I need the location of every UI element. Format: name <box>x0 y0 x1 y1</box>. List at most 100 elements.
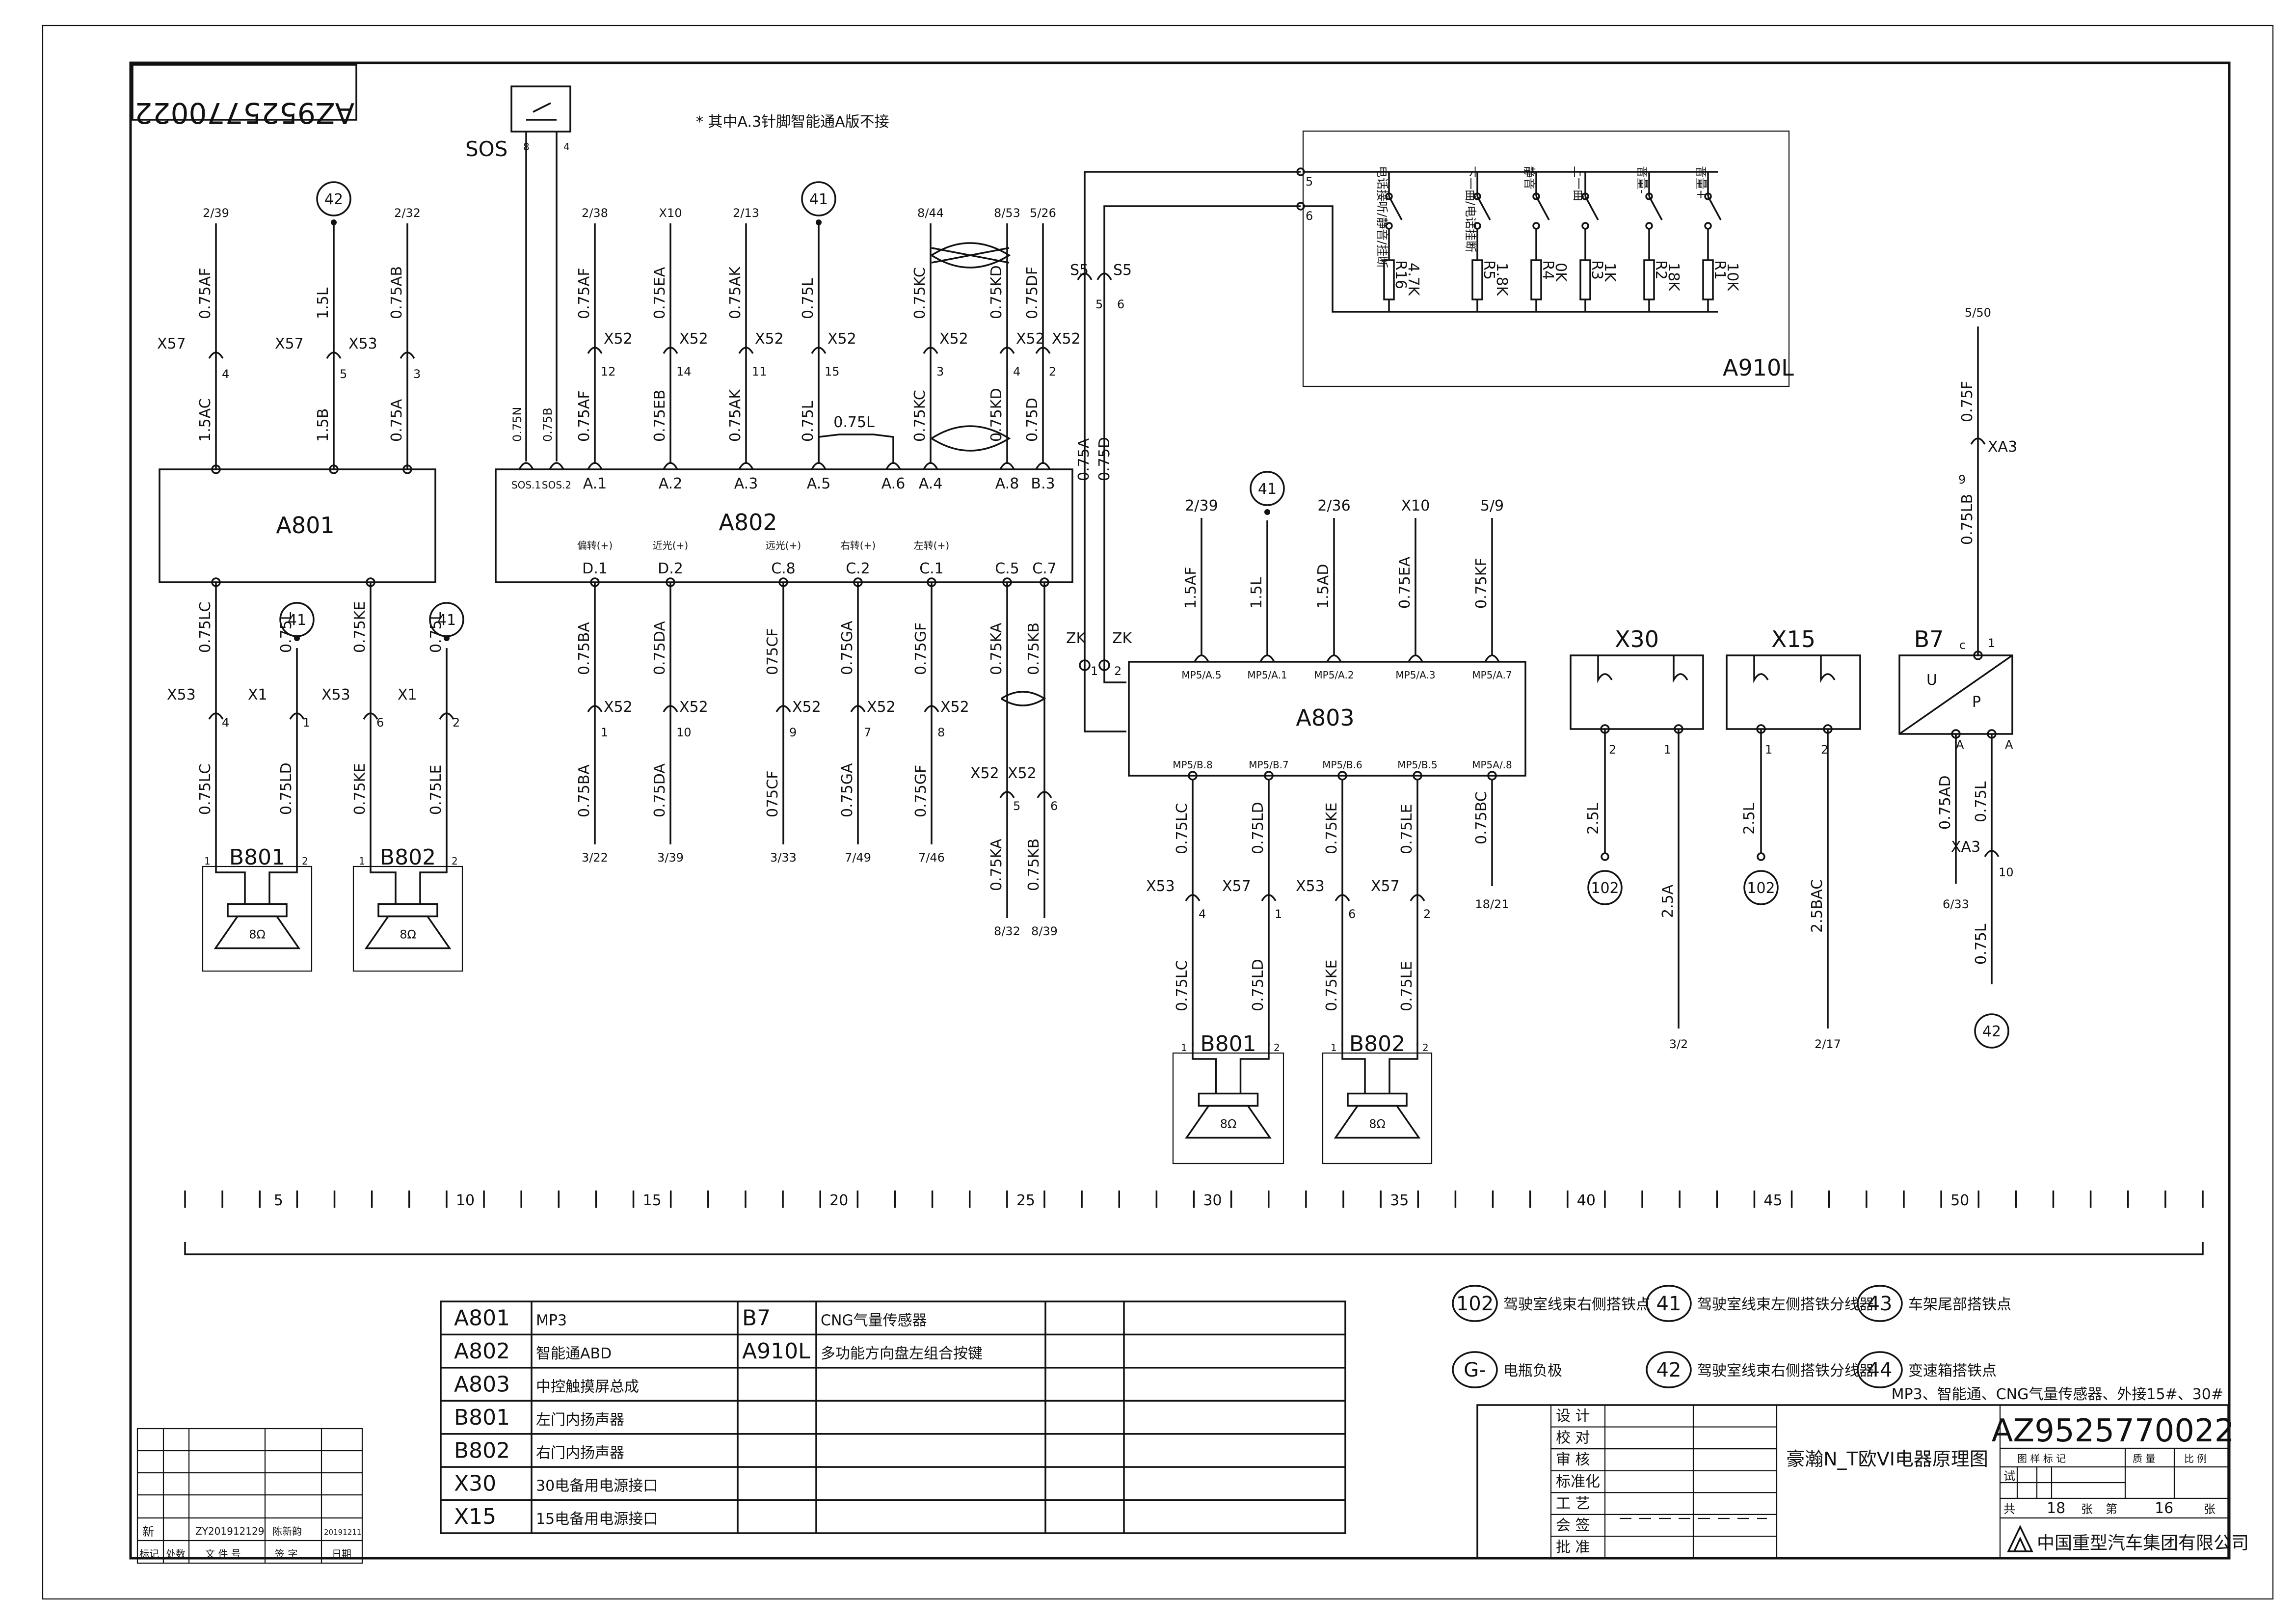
speaker-frame <box>352 866 463 972</box>
connector-mark <box>738 347 754 354</box>
switch-node <box>1532 192 1540 200</box>
title-hdr: 比 例 <box>2184 1453 2207 1464</box>
legend-symbol <box>1452 1285 1498 1322</box>
part-name: CNG气量传感器 <box>821 1312 927 1329</box>
speaker-magnet <box>227 903 288 918</box>
speaker-pin: 2 <box>302 855 308 867</box>
connector-mark <box>208 352 224 359</box>
s5-wire: 0.75D <box>1096 437 1113 481</box>
connector-label: X52 <box>604 699 633 716</box>
s5-zk-wiring: S5 S5 5 6 0.75A 0.75D ZK ZK 1 2 <box>1066 171 1301 732</box>
wire-label: 0.75LD <box>1250 802 1267 854</box>
pin-socket <box>518 462 534 470</box>
connector-pin: 4 <box>222 716 229 730</box>
wire-label: 0.75LE <box>1398 804 1415 854</box>
rev-header: 日期 <box>332 1548 351 1560</box>
connector-pin: 4 <box>1199 907 1206 921</box>
pin-terminal <box>1002 577 1012 587</box>
connector-pin: 3 <box>413 367 421 381</box>
wire-label: 0.75L <box>800 401 817 442</box>
switch-node <box>1645 192 1653 200</box>
part-name: 智能通ABD <box>536 1345 612 1362</box>
wire-ref: 2/13 <box>733 206 759 220</box>
connector-label: X52 <box>970 765 999 782</box>
ruler-label: 30 <box>1203 1192 1222 1209</box>
ruler-label: 50 <box>1950 1192 1969 1209</box>
resistor-ref: R1 <box>1711 260 1728 280</box>
sheets-unit: 张 <box>2081 1502 2093 1516</box>
speaker-ohm: 8Ω <box>1220 1117 1237 1131</box>
speaker-lead <box>1192 1043 1217 1094</box>
connector-mark <box>1410 894 1425 901</box>
wire-ref: 5/9 <box>1480 497 1504 514</box>
ground-ref: 41 <box>1258 481 1277 498</box>
connector-label: X53 <box>1296 878 1325 895</box>
pin-note: 近光(+) <box>653 540 688 551</box>
pin-terminal <box>402 464 412 474</box>
part-code: A910L <box>742 1339 810 1364</box>
connector-label: X52 <box>1016 330 1045 348</box>
pin-terminal <box>590 577 600 587</box>
pin-label: B.3 <box>1031 475 1055 492</box>
title-subtitle: MP3、智能通、CNG气量传感器、外接15#、30# <box>1892 1386 2223 1403</box>
wire-label: 0.75KD <box>988 388 1005 442</box>
connector-label: X53 <box>348 335 377 352</box>
module-x15: X15 1 2 2.5L 2.5BAC 102 2/17 <box>1726 626 1861 1051</box>
b7-conn: XA3 <box>1951 839 1980 856</box>
module-x30: X30 2 1 2.5L 2.5A 102 3/2 <box>1570 626 1704 1051</box>
x30-pin: 1 <box>1664 743 1671 757</box>
pin-note: 偏转(+) <box>577 540 613 551</box>
sos-switch: SOS 8 4 0.75N 0.75B <box>465 85 571 461</box>
connector-label: X1 <box>248 686 267 704</box>
connector-mark <box>999 347 1015 354</box>
connector-label: X52 <box>792 699 821 716</box>
b7-pin: 10 <box>1999 866 2014 879</box>
connector-mark <box>924 705 939 712</box>
x15-pin: 2 <box>1821 743 1828 757</box>
connector-pin: 2 <box>1049 365 1056 379</box>
pin-socket <box>549 462 564 470</box>
wire-label: 0.75LD <box>1250 959 1267 1011</box>
connector-pin: 15 <box>825 365 840 379</box>
sheet-label: 第 <box>2106 1502 2117 1516</box>
s5-pin: 5 <box>1095 298 1103 311</box>
x15-pin: 1 <box>1765 743 1772 757</box>
legend-symbol-text: 41 <box>1656 1293 1682 1315</box>
a802-a5-a6-link: 0.75L <box>818 414 894 464</box>
legend-symbol <box>1452 1351 1498 1388</box>
speaker-cone-icon <box>214 915 301 949</box>
pin-label: MP5/B.5 <box>1397 759 1438 771</box>
a910l-switches: 电话接听/静音/挂断R164.7K下一曲/电话挂断R51.8K静音R40K上一曲… <box>1375 166 1741 312</box>
revision-block: 新 ZY201912129 陈新韵 20191211 标记 处数 文 件 号 签… <box>136 1428 363 1564</box>
legend-symbol <box>1857 1285 1903 1322</box>
part-name: 右门内扬声器 <box>536 1444 624 1462</box>
wire-label: 0.75EA <box>651 267 668 319</box>
connector-pin: 4 <box>1013 365 1020 379</box>
twisted-pair-marks <box>931 242 1046 706</box>
pin-socket <box>1484 654 1500 662</box>
connector-mark <box>289 712 305 720</box>
connector-label: X53 <box>167 686 196 704</box>
speaker-label: B802 <box>1349 1031 1405 1056</box>
pin-socket <box>1259 654 1275 662</box>
switch-node <box>1704 222 1712 230</box>
wire-label: 075CF <box>764 628 781 675</box>
s5-label: S5 <box>1070 262 1089 279</box>
resistor-ref: R16 <box>1392 260 1409 289</box>
ruler-label: 40 <box>1577 1192 1596 1209</box>
zk-label: ZK <box>1066 630 1087 647</box>
wire-label: 0.75DF <box>1024 267 1041 319</box>
title-label: 工 艺 <box>1556 1495 1590 1512</box>
wire-ref: 8/53 <box>994 206 1020 220</box>
connector-pin: 4 <box>222 367 229 381</box>
drawing-number-rotated: AZ9525770022 <box>134 96 354 130</box>
pin-label: MP5/A.5 <box>1181 669 1221 681</box>
title-label: 会 签 <box>1556 1517 1590 1534</box>
wire-label: 0.75KF <box>1473 558 1490 609</box>
